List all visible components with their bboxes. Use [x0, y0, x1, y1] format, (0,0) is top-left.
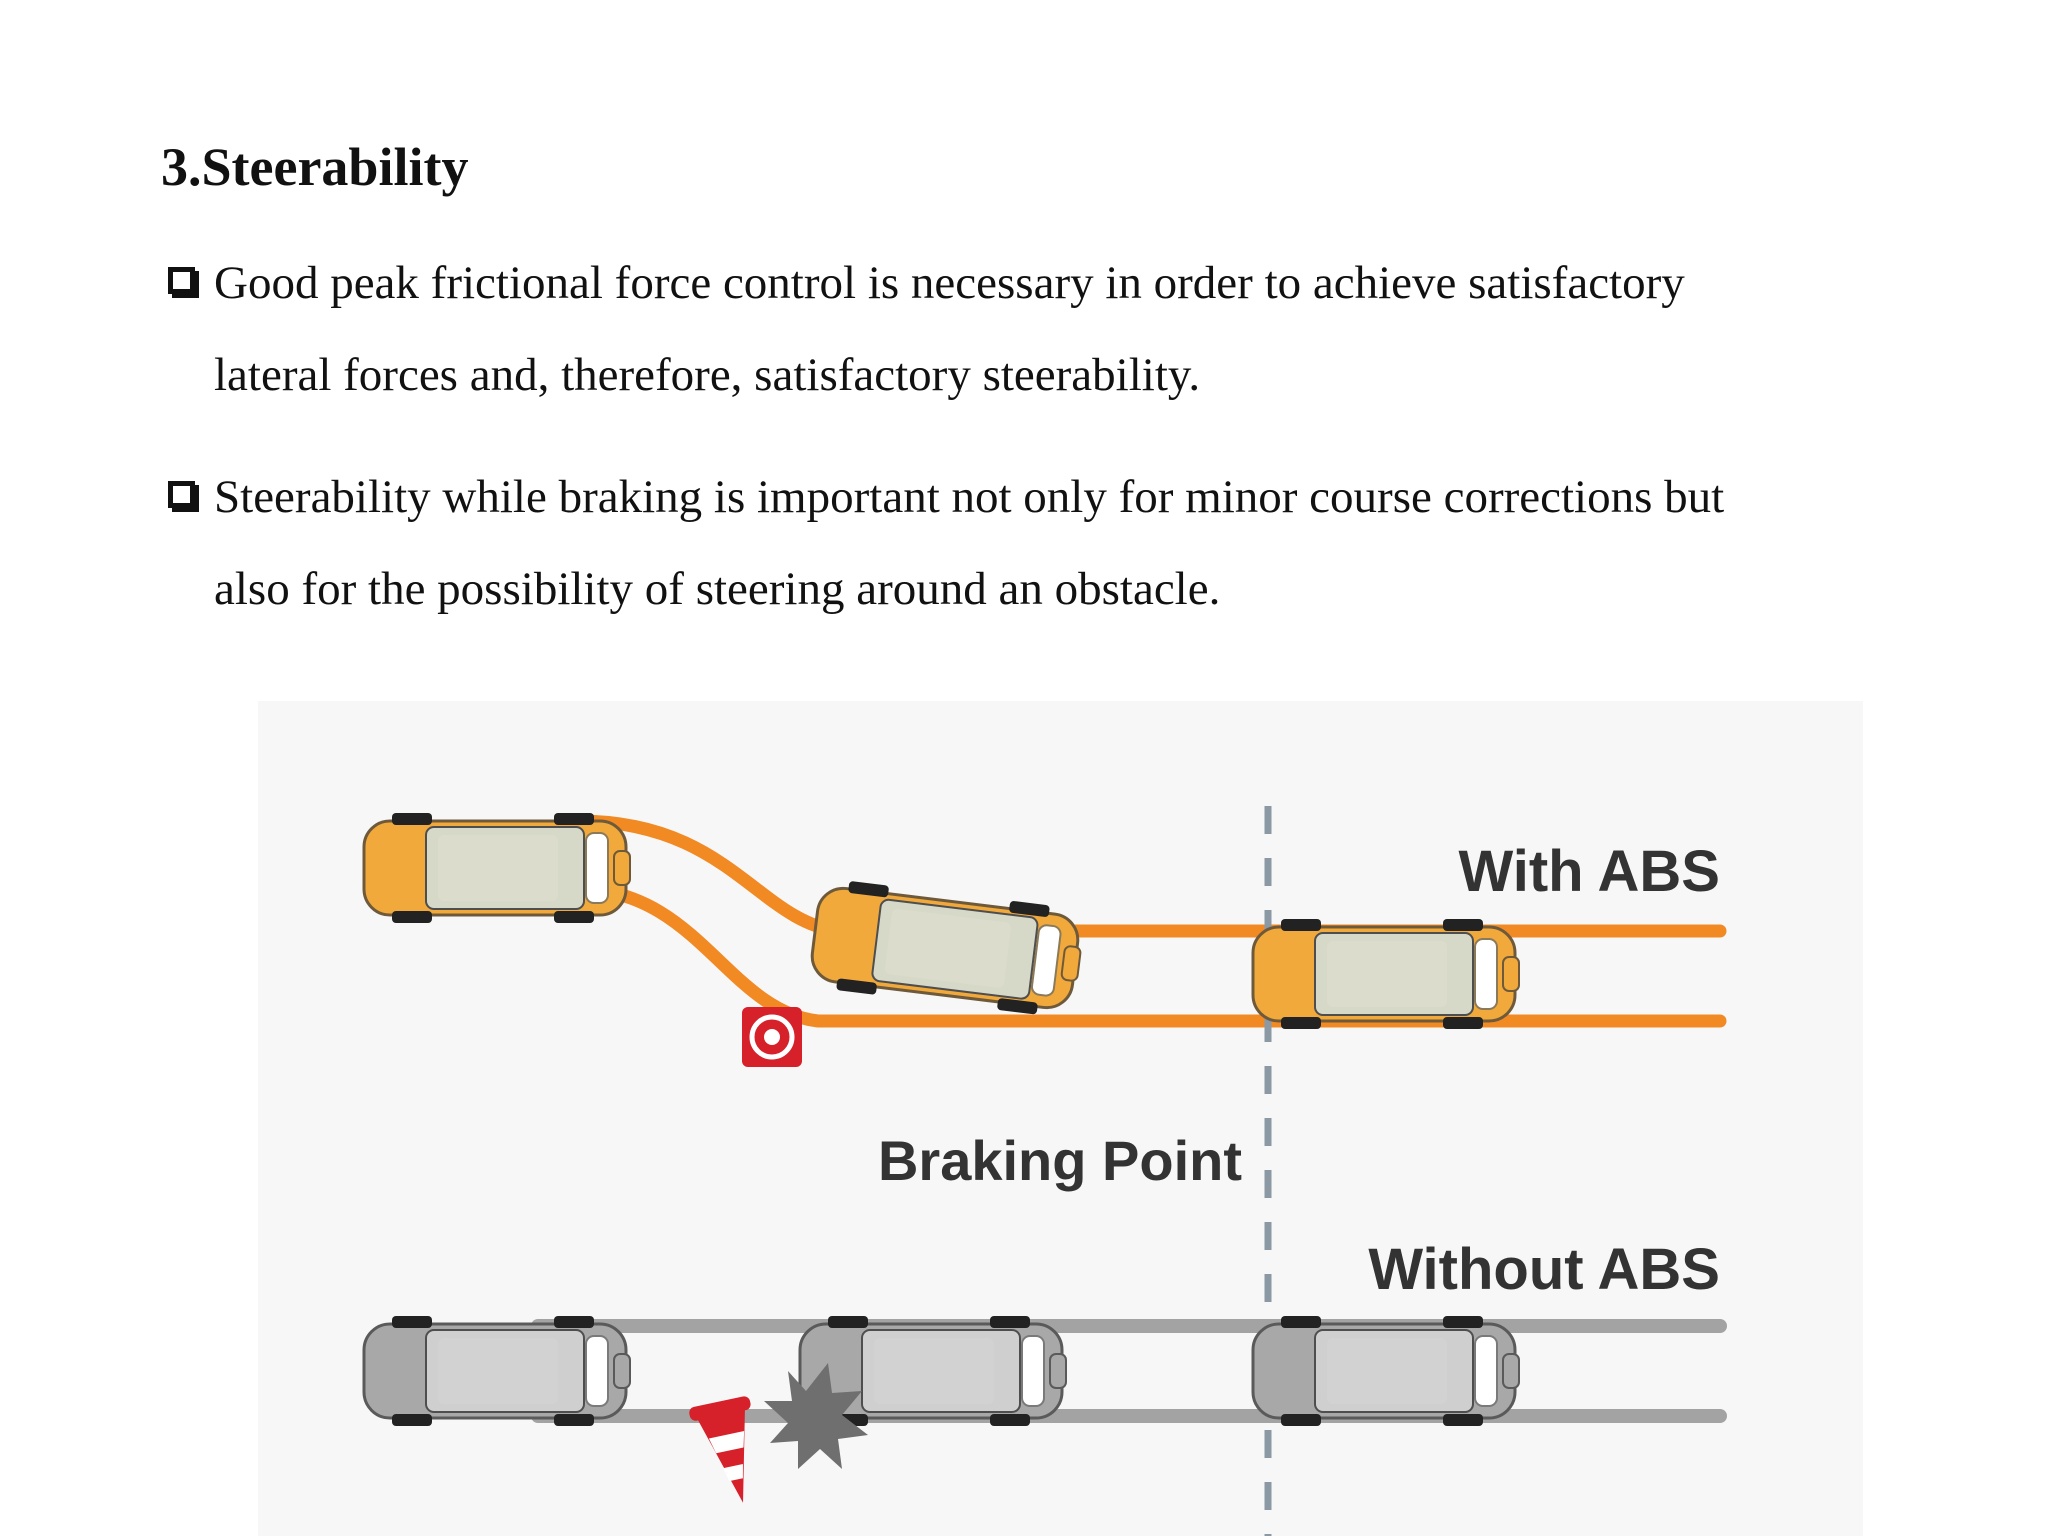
traffic-cone-icon: [689, 1396, 751, 1503]
car-icon: [1251, 1314, 1521, 1428]
car-icon: [362, 811, 632, 925]
bullet-item: Steerability while braking is important …: [161, 451, 1921, 635]
braking-point-label: Braking Point: [878, 1129, 1242, 1192]
abs-steerability-diagram: With ABS Braking Point Without ABS: [258, 701, 1863, 1536]
checkbox-bullet-icon: [168, 481, 195, 508]
checkbox-bullet-icon: [168, 267, 195, 294]
target-icon: [742, 1007, 802, 1067]
bullet-item: Good peak frictional force control is ne…: [161, 237, 1921, 421]
without-abs-label: Without ABS: [1368, 1237, 1720, 1302]
bullet-text-line: Steerability while braking is important …: [214, 471, 1725, 523]
diagram-svg: With ABS Braking Point Without ABS: [258, 701, 1863, 1536]
bullet-text-line: Good peak frictional force control is ne…: [214, 257, 1685, 309]
car-icon: [1251, 917, 1521, 1031]
page-title: 3.Steerability: [161, 137, 469, 197]
car-icon: [362, 1314, 632, 1428]
with-abs-label: With ABS: [1458, 839, 1720, 904]
bullet-text-line: lateral forces and, therefore, satisfact…: [214, 349, 1201, 401]
collision-burst-icon: [764, 1363, 868, 1469]
bullet-text-line: also for the possibility of steering aro…: [214, 563, 1221, 615]
